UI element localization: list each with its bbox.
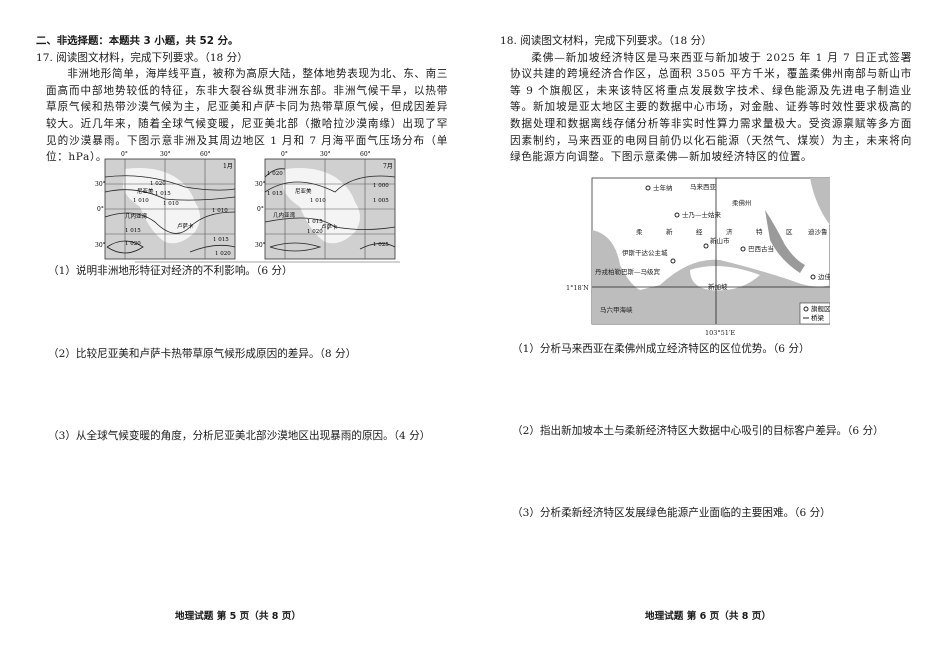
svg-text:1 025: 1 025 [373,242,389,248]
svg-text:60°: 60° [200,151,211,158]
svg-text:30°: 30° [95,181,106,188]
svg-text:1 015: 1 015 [267,191,283,197]
svg-text:1 015: 1 015 [307,219,323,225]
svg-text:1 020: 1 020 [267,171,283,177]
svg-text:1 010: 1 010 [310,198,326,204]
svg-text:0°: 0° [281,151,288,158]
svg-text:马来西亚: 马来西亚 [690,183,717,191]
svg-text:旗舰区: 旗舰区 [811,304,830,313]
q18-sub-3: （3）分析柔新经济特区发展绿色能源产业面临的主要困难。（6 分） [512,507,831,519]
q17-material: 非洲地形简单，海岸线平直，被称为高原大陆，整体地势表现为北、东、南三面高而中部地… [46,68,448,164]
svg-text:30°: 30° [255,242,266,249]
jul-map: 7月 0° 30° 60° 30° 0° 30° 1 020 1 015 1 0… [255,151,396,260]
q18-stem: 18. 阅读图文材料，完成下列要求。（18 分） [500,35,712,47]
svg-text:1°18′N: 1°18′N [566,284,589,292]
svg-text:柔佛州: 柔佛州 [732,198,752,207]
svg-text:1 005: 1 005 [373,198,389,204]
svg-text:几内亚湾: 几内亚湾 [125,212,148,220]
q17-stem: 17. 阅读图文材料，完成下列要求。（18 分） [36,51,248,64]
svg-text:经: 经 [696,227,703,236]
right-page: 18. 阅读图文材料，完成下列要求。（18 分） 柔佛—新加坡经济特区是马来西亚… [500,33,912,166]
svg-text:济: 济 [726,227,733,236]
svg-text:柔: 柔 [636,227,643,236]
svg-text:1 000: 1 000 [373,183,389,189]
svg-text:桥梁: 桥梁 [811,313,825,322]
jan-month: 1月 [223,163,233,170]
q18-material: 柔佛—新加坡经济特区是马来西亚与新加坡于 2025 年 1 月 7 日正式签署协… [510,51,912,164]
q17-sub-3: （3）从全球气候变暖的角度，分析尼亚美北部沙漠地区出现暴雨的原因。（4 分） [48,430,431,442]
svg-text:30°: 30° [95,242,106,249]
svg-text:0°: 0° [121,151,128,158]
svg-text:0°: 0° [257,206,264,213]
svg-text:30°: 30° [160,151,171,158]
svg-text:丹戎柏勒巴斯—马级宾: 丹戎柏勒巴斯—马级宾 [595,267,661,276]
svg-text:30°: 30° [320,151,331,158]
left-page: 二、非选择题：本题共 3 小题，共 52 分。 17. 阅读图文材料，完成下列要… [36,33,448,166]
q18-sub-2: （2）指出新加坡本土与柔新经济特区大数据中心吸引的目标客户差异。（6 分） [512,425,884,437]
svg-text:1 020: 1 020 [150,181,166,187]
svg-text:1 010: 1 010 [163,201,179,207]
svg-text:1 020: 1 020 [125,241,141,247]
svg-text:0°: 0° [97,206,104,213]
left-footer: 地理试题 第 5 页（共 8 页） [175,611,301,622]
svg-text:7月: 7月 [383,163,393,170]
svg-text:几内亚湾: 几内亚湾 [273,211,296,219]
svg-text:边佳兰: 边佳兰 [818,272,830,281]
jan-map: 1月 0° 30° 60° 30° 0° 30° 1 020 1 015 1 0… [95,151,236,260]
q18-sub-1: （1）分析马来西亚在柔佛州成立经济特区的区位优势。（6 分） [512,343,810,355]
svg-text:卢萨卡: 卢萨卡 [321,223,338,231]
svg-text:士乃—士姑来: 士乃—士姑来 [682,210,722,219]
svg-text:尼亚美: 尼亚美 [295,187,312,195]
svg-text:1 010: 1 010 [212,208,228,214]
svg-text:特: 特 [756,227,763,236]
svg-text:尼亚美: 尼亚美 [137,187,154,195]
svg-text:新: 新 [666,227,673,236]
svg-text:60°: 60° [360,151,371,158]
johor-singapore-map: 士年纳 马来西亚 柔佛州 士乃—士姑来 柔 新 经 济 特 区 迪沙鲁 新山市 … [566,177,830,337]
svg-text:马六甲海峡: 马六甲海峡 [600,305,633,314]
q17-sub-2: （2）比较尼亚美和卢萨卡热带草原气候形成原因的差异。（8 分） [48,348,357,360]
svg-text:卢萨卡: 卢萨卡 [177,222,194,230]
svg-text:1 010: 1 010 [133,198,149,204]
svg-text:1 015: 1 015 [155,191,171,197]
svg-text:30°: 30° [255,181,266,188]
right-footer: 地理试题 第 6 页（共 8 页） [645,611,771,622]
svg-text:1 020: 1 020 [215,251,231,257]
svg-text:1 015: 1 015 [125,228,141,234]
svg-text:巴西古当: 巴西古当 [748,244,774,253]
svg-text:新山市: 新山市 [710,236,730,245]
svg-text:1 020: 1 020 [307,229,323,235]
svg-text:迪沙鲁: 迪沙鲁 [808,227,828,236]
section-heading: 二、非选择题：本题共 3 小题，共 52 分。 [36,35,239,47]
svg-text:伊斯干达公主城: 伊斯干达公主城 [622,248,668,257]
q17-sub-1: （1）说明非洲地形特征对经济的不利影响。（6 分） [48,265,293,277]
svg-text:士年纳: 士年纳 [653,183,673,192]
svg-text:103°51′E: 103°51′E [705,329,735,337]
svg-text:1 015: 1 015 [213,237,229,243]
africa-pressure-maps: 1月 0° 30° 60° 30° 0° 30° 1 020 1 015 1 0… [95,151,400,263]
svg-text:新加坡: 新加坡 [708,282,728,291]
svg-text:区: 区 [786,228,793,236]
map-legend: 旗舰区 桥梁 [799,302,830,325]
